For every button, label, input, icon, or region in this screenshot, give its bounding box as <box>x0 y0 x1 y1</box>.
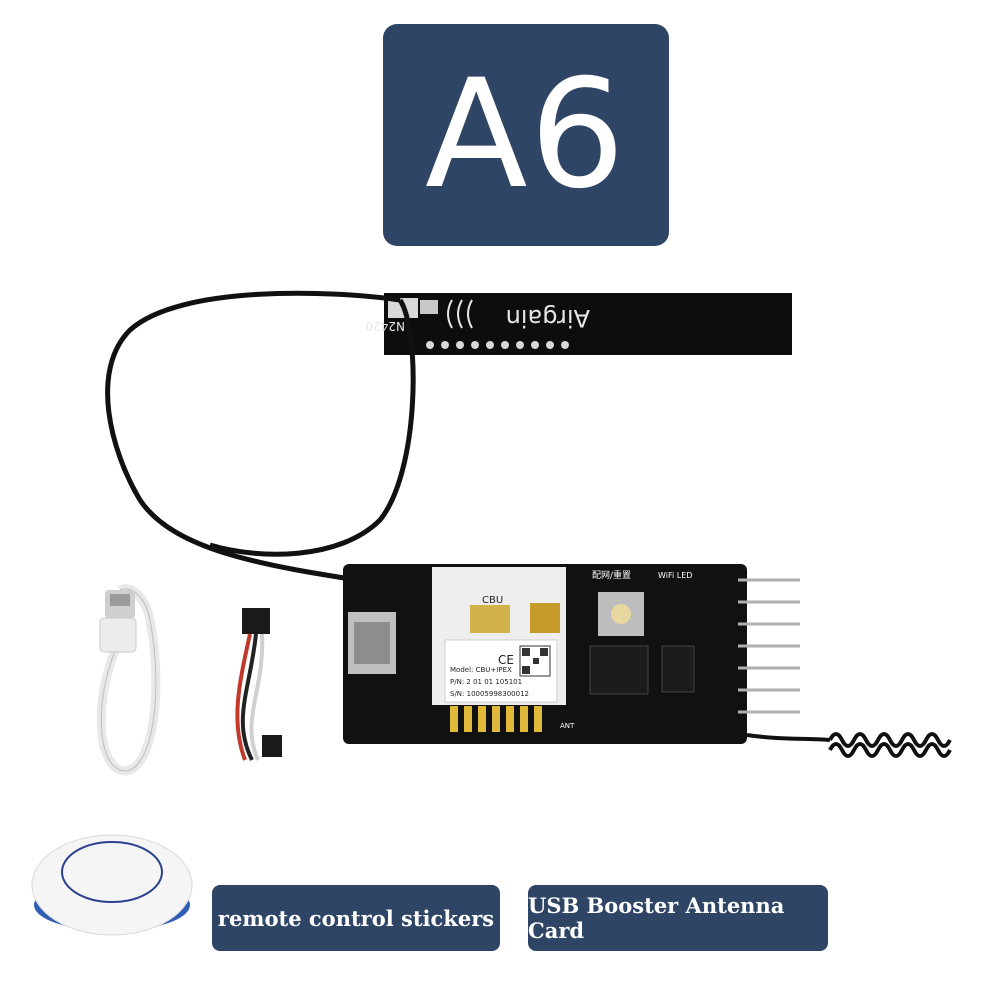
spring-antenna <box>746 732 952 758</box>
remote-stickers-label: remote control stickers <box>212 885 500 951</box>
pcb-antenna: N2420 Airgain <box>365 293 792 355</box>
round-remote <box>31 834 193 936</box>
title-badge: A6 <box>383 24 669 246</box>
module-pn-text: P/N: 2 01 01 105101 <box>450 678 522 686</box>
module-model-text: Model: CBU+IPEX <box>450 666 512 674</box>
module-cbu-text: CBU <box>482 595 503 606</box>
pair-reset-label: 配网/重置 <box>592 569 631 581</box>
wire-harness <box>235 608 282 761</box>
antenna-model-text: N2420 <box>365 319 405 333</box>
usb-cable <box>96 584 161 776</box>
wifi-led-label: WiFi LED <box>658 571 692 580</box>
main-pcb: CBU Model: CBU+IPEX P/N: 2 01 01 105101 … <box>343 564 800 744</box>
antenna-card-label: USB Booster Antenna Card <box>528 885 828 951</box>
ant-label: ANT <box>560 722 575 730</box>
product-title: A6 <box>424 48 628 222</box>
module-sn-text: S/N: 10005998300012 <box>450 690 529 698</box>
antenna-brand-text: Airgain <box>506 304 590 332</box>
ce-mark: CE <box>498 653 514 667</box>
